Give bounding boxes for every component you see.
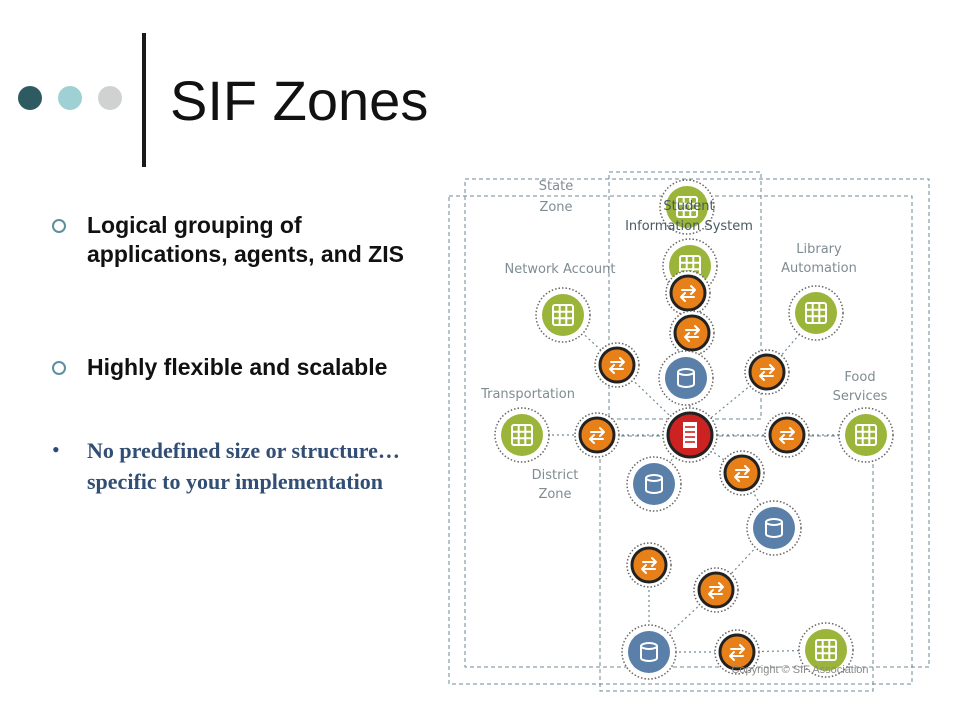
- district-zis-icon-3: [621, 624, 677, 680]
- dot-dark-teal: [18, 86, 42, 110]
- library-agent-icon: [743, 348, 791, 396]
- dot-light-teal: [58, 86, 82, 110]
- library-label-1: Library: [796, 242, 842, 257]
- district-agent-icon-3: [692, 566, 740, 614]
- food-services-agent-icon: [763, 411, 811, 459]
- sis-zis-icon: [658, 350, 714, 406]
- library-automation-app-icon: [788, 285, 844, 341]
- dot-gray: [98, 86, 122, 110]
- sis-label-1: Student: [663, 199, 714, 214]
- district-agent-icon-1: [718, 449, 766, 497]
- transportation-label: Transportation: [480, 387, 575, 402]
- sis-agent-icon-1: [664, 269, 712, 317]
- bullet-text-2: Highly flexible and scalable: [87, 354, 388, 380]
- state-zone-label-1: State: [539, 179, 573, 194]
- sis-zone-boundary: [608, 171, 762, 420]
- transportation-agent-icon: [573, 411, 621, 459]
- network-account-label: Network Account: [505, 262, 616, 277]
- district-zone-label-2: Zone: [538, 487, 571, 502]
- food-services-label-1: Food: [844, 370, 875, 385]
- slide-title: SIF Zones: [170, 69, 429, 132]
- state-zone-boundary: [464, 178, 930, 668]
- decorative-dots: [14, 86, 124, 112]
- title-divider: [142, 33, 146, 167]
- state-zis-server-icon: [662, 407, 718, 463]
- food-services-label-2: Services: [833, 389, 888, 404]
- food-services-app-icon: [838, 407, 894, 463]
- district-zis-icon-2: [746, 500, 802, 556]
- ring-bullet-icon: [52, 219, 66, 233]
- transportation-app-icon: [494, 407, 550, 463]
- copyright-text: Copyright © SIF Association: [731, 664, 868, 676]
- sis-label-2: Information System: [625, 219, 753, 234]
- library-label-2: Automation: [781, 261, 857, 276]
- network-account-agent-icon: [593, 341, 641, 389]
- bullet-dot-icon: •: [52, 437, 60, 462]
- district-agent-icon-2: [625, 541, 673, 589]
- state-zone-label-2: Zone: [539, 200, 572, 215]
- ring-bullet-icon: [52, 361, 66, 375]
- bullet-text-1: Logical grouping of applications, agents…: [87, 212, 404, 267]
- district-zone-label-1: District: [532, 468, 579, 483]
- district-zis-icon-1: [626, 456, 682, 512]
- network-account-app-icon: [535, 287, 591, 343]
- sis-agent-icon-2: [668, 309, 716, 357]
- district-zone-boundary: [599, 435, 874, 692]
- bullet-text-3: No predefined size or structure… specifi…: [87, 438, 400, 494]
